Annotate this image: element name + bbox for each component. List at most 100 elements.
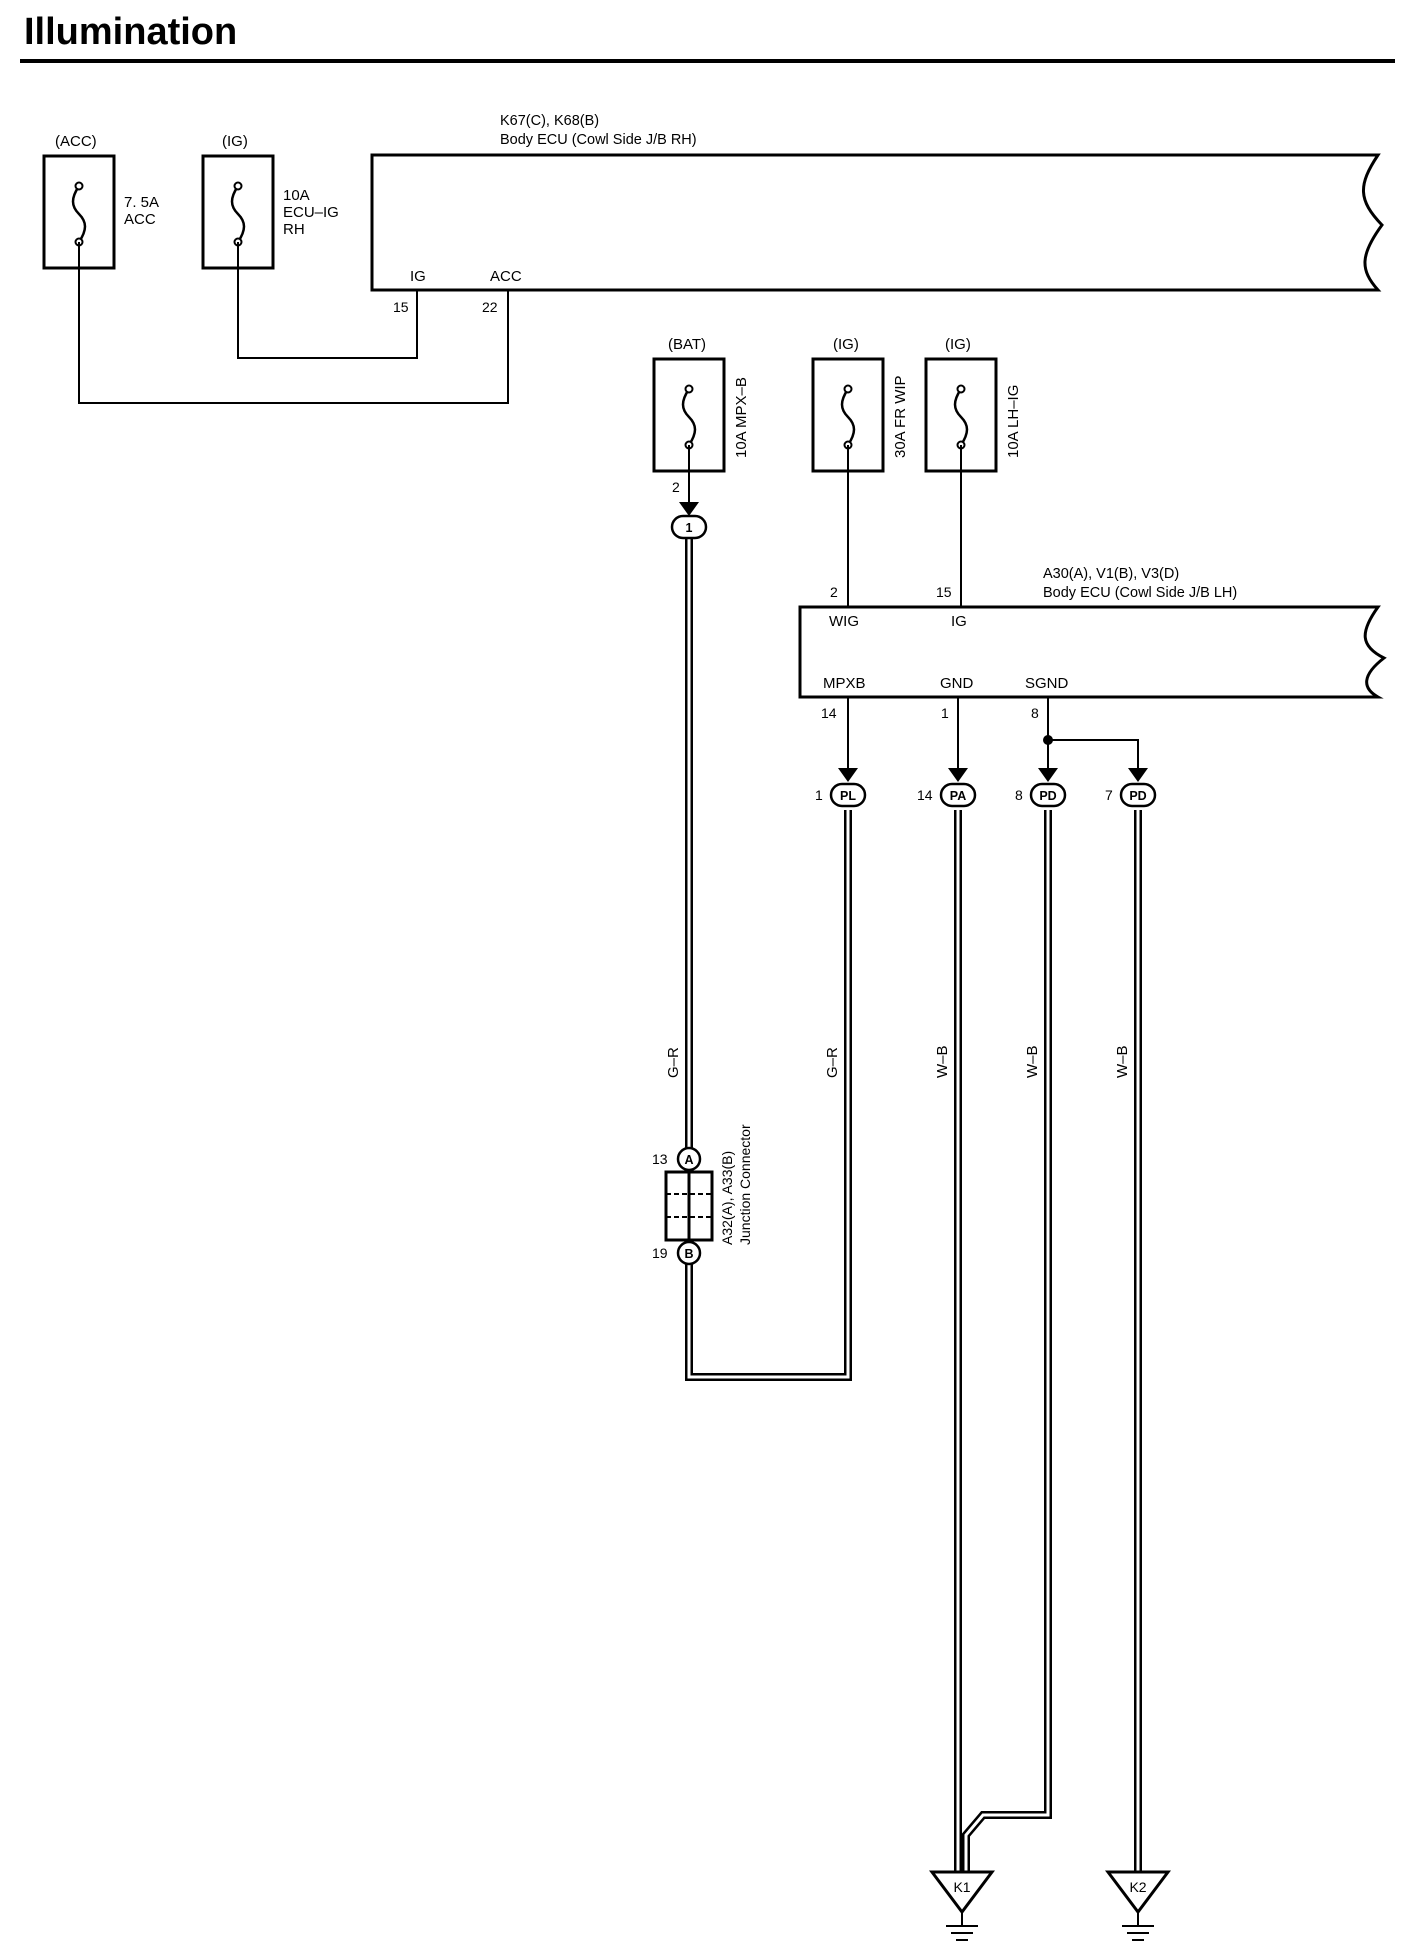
connector-pd-7-code: PD (1129, 789, 1146, 803)
body-ecu-rh: K67(C), K68(B) Body ECU (Cowl Side J/B R… (370, 113, 1384, 315)
fuse-ecu-ig-rh-rating: 10A (283, 187, 310, 204)
rh-ecu-feed-wires (78, 242, 509, 404)
junction-code: A32(A), A33(B) (719, 1151, 735, 1245)
ecu-lh-output-wires (847, 697, 1139, 772)
junction-top-pin: 13 (652, 1151, 668, 1167)
wire-sgnd-harness-inner (964, 810, 1050, 1872)
fuse-fr-wip-label: 30A FR WIP (892, 375, 909, 458)
junction-bottom-terminal (676, 1240, 702, 1266)
connector-pl: 1 PL (815, 782, 867, 808)
connector-pd-8-pill (1029, 782, 1067, 808)
fuse-ecu-ig-rh-supply: (IG) (222, 133, 248, 150)
fuse-lh-ig: (IG) 10A LH–IG (924, 336, 1022, 473)
connector-pd-7-pin: 7 (1105, 787, 1113, 803)
wire-color-gnd: W–B (934, 1045, 951, 1078)
ecu-lh-terminal-wig-pin: 2 (830, 584, 838, 600)
fuse-ecu-ig-rh-terminal-top (233, 181, 243, 191)
ground-k2-triangle (1105, 1870, 1171, 1915)
fuse-mpx-b-label: 10A MPX–B (733, 377, 750, 458)
ecu-rh-name: Body ECU (Cowl Side J/B RH) (500, 132, 697, 148)
fuse-acc-supply: (ACC) (55, 133, 97, 150)
connector-1: 1 (670, 514, 708, 540)
fuse-mpx-b-element-icon (681, 388, 697, 446)
arrow-down-icon (679, 502, 699, 516)
junction-top-code: A (684, 1153, 693, 1167)
ground-icon (946, 1925, 978, 1941)
junction-bottom-code: B (684, 1247, 693, 1261)
ground-k1-code: K1 (953, 1879, 970, 1895)
connector-pa-pin: 14 (917, 787, 933, 803)
arrowheads (679, 445, 1148, 782)
ecu-lh-terminal-gnd-pin: 1 (941, 705, 949, 721)
connector-pd-8: 8 PD (1015, 782, 1067, 808)
connector-pl-pin: 1 (815, 787, 823, 803)
page-title: Illumination (24, 11, 237, 53)
ecu-lh-terminal-sgnd-pin: 8 (1031, 705, 1039, 721)
fuse-acc-rating: 7. 5A (124, 194, 159, 211)
connector-pa: 14 PA (917, 782, 977, 808)
ecu-rh-box (370, 153, 1384, 292)
harness-sgnd (962, 810, 1052, 1872)
fuse-ecu-ig-rh-element-icon (230, 185, 246, 243)
ecu-lh-terminal-wig-label: WIG (829, 613, 859, 630)
arrow-down-icon (1038, 768, 1058, 782)
wire-acc-to-acc22 (78, 242, 509, 404)
connector-pl-pill (829, 782, 867, 808)
fuse-mpx-b-supply: (BAT) (668, 336, 706, 353)
fuse-ecu-ig-rh-name: ECU–IG (283, 204, 339, 221)
connector-pl-code: PL (840, 789, 856, 803)
fuse-acc: (ACC) 7. 5A ACC (42, 133, 159, 270)
ecu-lh-terminal-mpxb-pin: 14 (821, 705, 837, 721)
fuse-fr-wip-supply: (IG) (833, 336, 859, 353)
ground-k1: K1 (929, 1870, 995, 1941)
ecu-lh-name: Body ECU (Cowl Side J/B LH) (1043, 585, 1237, 601)
fuse-ecu-ig-rh-name-2: RH (283, 221, 305, 238)
harness-mpx-b (685, 536, 852, 1381)
wire-color-mpx-b: G–R (665, 1047, 682, 1078)
fuse-acc-name: ACC (124, 211, 156, 228)
ecu-lh-terminal-sgnd-label: SGND (1025, 675, 1069, 692)
junction-top-terminal (676, 1146, 702, 1172)
ecu-rh-terminal-ig-pin: 15 (393, 299, 409, 315)
wire-color-sgnd: W–B (1024, 1045, 1041, 1078)
junction-connector: 13 A B 19 A32(A), A33(B) Junction Connec… (652, 1124, 753, 1266)
connector-pd-8-pin: 8 (1015, 787, 1023, 803)
arrow-down-icon (948, 768, 968, 782)
junction-name: Junction Connector (737, 1124, 753, 1245)
ground-k2: K2 (1105, 1870, 1171, 1941)
fuse-ecu-ig-rh: (IG) 10A ECU–IG RH (201, 133, 339, 270)
connector-pd-7-pill (1119, 782, 1157, 808)
body-ecu-lh: A30(A), V1(B), V3(D) Body ECU (Cowl Side… (798, 566, 1387, 721)
fuse-acc-element-icon (71, 185, 87, 243)
connector-pd-8-code: PD (1039, 789, 1056, 803)
ground-k1-triangle (929, 1870, 995, 1915)
ecu-lh-terminal-gnd-label: GND (940, 675, 974, 692)
ecu-rh-connectors: K67(C), K68(B) (500, 113, 599, 129)
fuse-lh-ig-element-icon (953, 388, 969, 446)
fuse-mpx-b: (BAT) 10A MPX–B 2 (652, 336, 750, 495)
ecu-rh-terminal-acc-label: ACC (490, 268, 522, 285)
arrow-down-icon (838, 768, 858, 782)
ground-k2-code: K2 (1129, 1879, 1146, 1895)
connector-pd-7: 7 PD (1105, 782, 1157, 808)
fuse-lh-ig-terminal-top (956, 384, 966, 394)
wire-ecu-ig-to-ig15 (237, 242, 418, 359)
ecu-rh-terminal-ig-label: IG (410, 268, 426, 285)
wire-mpx-b-harness-inner (687, 536, 850, 1379)
connector-pa-pill (939, 782, 977, 808)
fuse-mpx-b-pin: 2 (672, 479, 680, 495)
connector-pa-code: PA (950, 789, 966, 803)
splice-point (1043, 735, 1053, 745)
fuse-fr-wip-element-icon (840, 388, 856, 446)
ecu-rh-terminal-acc-pin: 22 (482, 299, 498, 315)
ecu-lh-terminal-ig-pin: 15 (936, 584, 952, 600)
fuse-fr-wip-terminal-top (843, 384, 853, 394)
fuse-fr-wip: (IG) 30A FR WIP (811, 336, 909, 473)
fuse-lh-ig-label: 10A LH–IG (1005, 385, 1022, 458)
arrow-down-icon (1128, 768, 1148, 782)
fuse-mpx-b-terminal-top (684, 384, 694, 394)
junction-bottom-pin: 19 (652, 1245, 668, 1261)
ground-icon (1122, 1925, 1154, 1941)
connector-1-code: 1 (686, 521, 693, 535)
